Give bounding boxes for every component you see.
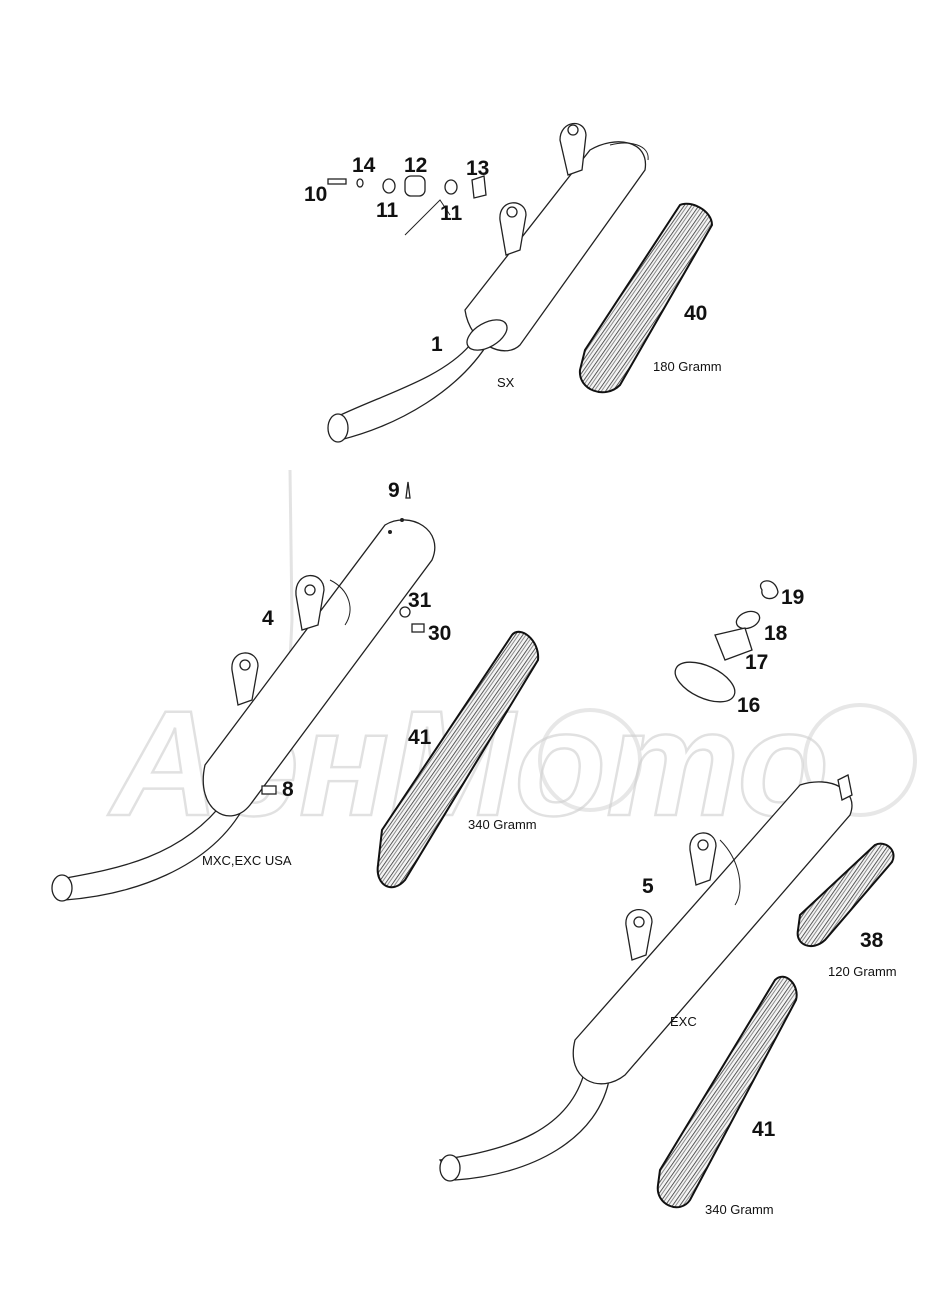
packing-41a — [376, 630, 540, 889]
callout-17: 17 — [745, 651, 768, 674]
callout-16: 16 — [737, 694, 760, 717]
callout-31: 31 — [408, 589, 432, 612]
weight-41b: 340 Gramm — [705, 1202, 774, 1217]
callout-11a: 11 — [376, 199, 399, 222]
callout-12: 12 — [404, 154, 427, 177]
mounting-hardware — [327, 175, 487, 236]
muffler-mxc — [51, 518, 436, 902]
callout-38: 38 — [860, 929, 884, 952]
callout-9: 9 — [388, 479, 400, 502]
callout-19: 19 — [781, 586, 804, 609]
callout-13: 13 — [466, 157, 489, 180]
weight-40: 180 Gramm — [653, 359, 722, 374]
callout-10: 10 — [304, 183, 327, 206]
callout-1: 1 — [431, 333, 443, 356]
packing-41b — [656, 975, 798, 1209]
callout-5: 5 — [642, 875, 654, 898]
callout-11b: 11 — [440, 202, 463, 225]
callout-8: 8 — [282, 778, 294, 801]
weight-41a: 340 Gramm — [468, 817, 537, 832]
packing-40 — [578, 202, 714, 394]
callout-14: 14 — [352, 154, 376, 177]
callout-30: 30 — [428, 622, 451, 645]
muffler-sx — [327, 122, 649, 443]
end-cap-parts — [674, 580, 779, 703]
label-mxc-exc-usa: MXC,EXC USA — [202, 853, 292, 868]
callout-numbers: 1 10 14 11 12 13 11 40 9 4 31 30 41 8 19… — [262, 154, 884, 1141]
packing-38 — [796, 842, 895, 948]
label-exc: EXC — [670, 1014, 697, 1029]
weight-38: 120 Gramm — [828, 964, 897, 979]
callout-18: 18 — [764, 622, 788, 645]
callout-41a: 41 — [408, 726, 432, 749]
variant-labels: SX MXC,EXC USA EXC 180 Gramm 340 Gramm 1… — [202, 359, 897, 1217]
callout-4: 4 — [262, 607, 274, 630]
label-sx: SX — [497, 375, 515, 390]
callout-41b: 41 — [752, 1118, 776, 1141]
callout-40: 40 — [684, 302, 707, 325]
small-parts-mxc — [261, 481, 425, 795]
muffler-exc — [438, 774, 853, 1182]
